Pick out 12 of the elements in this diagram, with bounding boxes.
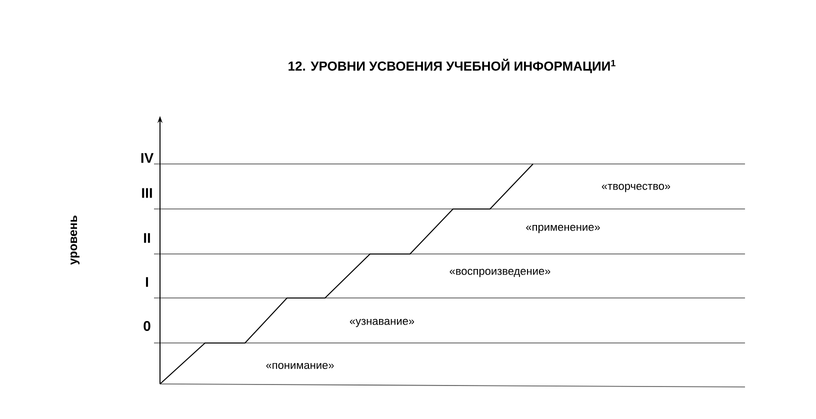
level-numeral: I xyxy=(146,277,148,287)
level-numeral: III xyxy=(142,188,152,198)
level-numeral: IV xyxy=(141,153,154,163)
level-numeral: 0 xyxy=(144,321,150,331)
stage-label: «понимание» xyxy=(266,362,334,369)
level-numeral: II xyxy=(144,233,150,243)
title: 12. УРОВНИ УСВОЕНИЯ УЧЕБНОЙ ИНФОРМАЦИИ$^{1}$ xyxy=(288,58,616,74)
stage-label: «воспроизведение» xyxy=(450,268,550,278)
stage-label: «применение» xyxy=(526,224,600,234)
stage-label: «творчество» xyxy=(602,184,670,192)
axis-label: уровень xyxy=(70,216,80,265)
stage-label: «узнавание» xyxy=(350,318,414,328)
